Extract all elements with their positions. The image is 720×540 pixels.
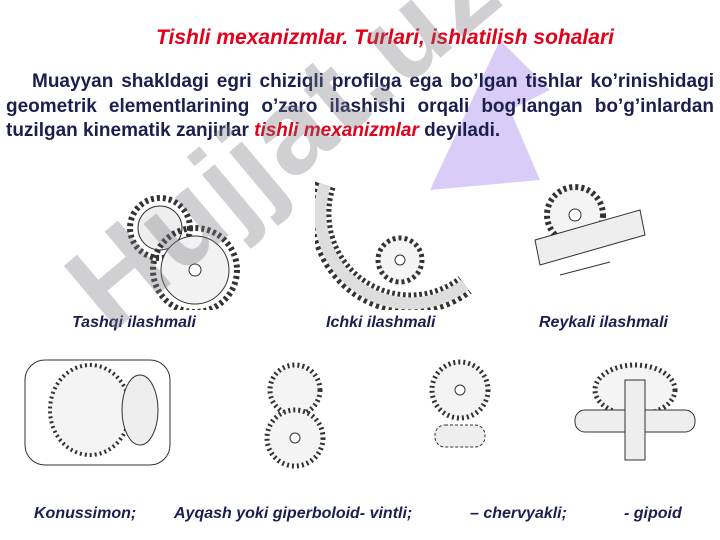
label-rack: Reykali ilashmali xyxy=(539,314,668,331)
label-bevel: Konussimon; xyxy=(34,505,137,522)
bevel-gear-figure xyxy=(24,359,171,466)
watermark-logo-shape xyxy=(430,40,550,190)
worm-gear-figure xyxy=(429,359,491,448)
highlight-term: tishli mexanizmlar xyxy=(254,120,419,141)
internal-gear-figure xyxy=(315,181,472,310)
slide-title: Tishli mexanizmlar. Turlari, ishlatilish… xyxy=(156,26,614,49)
label-worm: – chervyakli; xyxy=(470,505,567,522)
hypoid-gear-figure xyxy=(574,362,696,461)
paragraph-tail: deyiladi. xyxy=(418,120,501,141)
helical-gear-figure xyxy=(264,362,326,469)
definition-paragraph: Muayyan shakldagi egri chiziqli profilga… xyxy=(6,70,714,144)
external-gear-figure xyxy=(127,195,240,310)
rack-gear-figure xyxy=(534,184,646,276)
label-external: Tashqi ilashmali xyxy=(72,314,196,331)
label-helical: Ayqash yoki giperboloid- vintli; xyxy=(174,505,413,522)
label-internal: Ichki ilashmali xyxy=(326,314,436,331)
paragraph-text: Muayyan shakldagi egri chiziqli profilga… xyxy=(6,71,714,141)
label-hypoid: - gipoid xyxy=(624,505,682,522)
